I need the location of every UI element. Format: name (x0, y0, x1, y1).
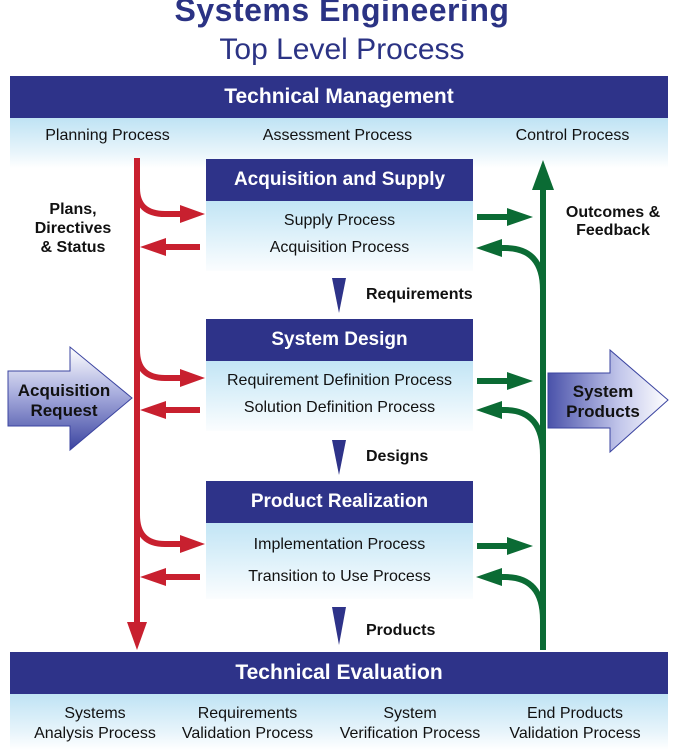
control-green-line (477, 185, 546, 650)
planning-red-line (134, 158, 200, 625)
product-realization-header: Product Realization (206, 481, 473, 523)
control-process-label: Control Process (515, 127, 630, 144)
plans-directives-status-label: Plans, Directives & Status (34, 201, 112, 256)
solution-definition-process-label: Solution Definition Process (243, 399, 436, 416)
transition-to-use-process-label: Transition to Use Process (248, 568, 431, 585)
technical-management-bar: Technical Management (10, 76, 668, 118)
planning-red-arrowheads (127, 205, 205, 650)
system-products-arrow (547, 348, 669, 454)
acquisition-and-supply-box (206, 201, 473, 271)
requirements-validation-process-label: Requirements Validation Process (181, 705, 314, 742)
system-products-label: System Products (566, 382, 640, 421)
control-green-arrowheads (476, 160, 554, 586)
planning-process-label: Planning Process (45, 127, 170, 144)
product-realization-box (206, 523, 473, 599)
requirements-label: Requirements (366, 286, 473, 303)
technical-evaluation-band (10, 694, 668, 750)
acquisition-request-arrow (7, 345, 133, 452)
products-label: Products (366, 622, 436, 639)
technical-evaluation-bar: Technical Evaluation (10, 652, 668, 694)
requirement-definition-process-label: Requirement Definition Process (227, 372, 452, 389)
implementation-process-label: Implementation Process (253, 536, 426, 553)
flow-down-arrows (332, 278, 346, 645)
end-products-validation-process-label: End Products Validation Process (509, 705, 641, 742)
system-design-box (206, 361, 473, 431)
acquisition-and-supply-header: Acquisition and Supply (206, 159, 473, 201)
acquisition-request-label: Acquisition Request (17, 381, 111, 420)
designs-label: Designs (366, 448, 429, 465)
system-design-header: System Design (206, 319, 473, 361)
acquisition-process-label: Acquisition Process (269, 239, 410, 256)
assessment-process-label: Assessment Process (262, 127, 413, 144)
supply-process-label: Supply Process (283, 212, 396, 229)
outcomes-feedback-label: Outcomes & Feedback (565, 204, 661, 239)
system-verification-process-label: System Verification Process (339, 705, 481, 742)
systems-analysis-process-label: Systems Analysis Process (34, 705, 156, 742)
title-line-1: Systems Engineering (174, 0, 510, 28)
title-line-2: Top Level Process (219, 33, 465, 66)
